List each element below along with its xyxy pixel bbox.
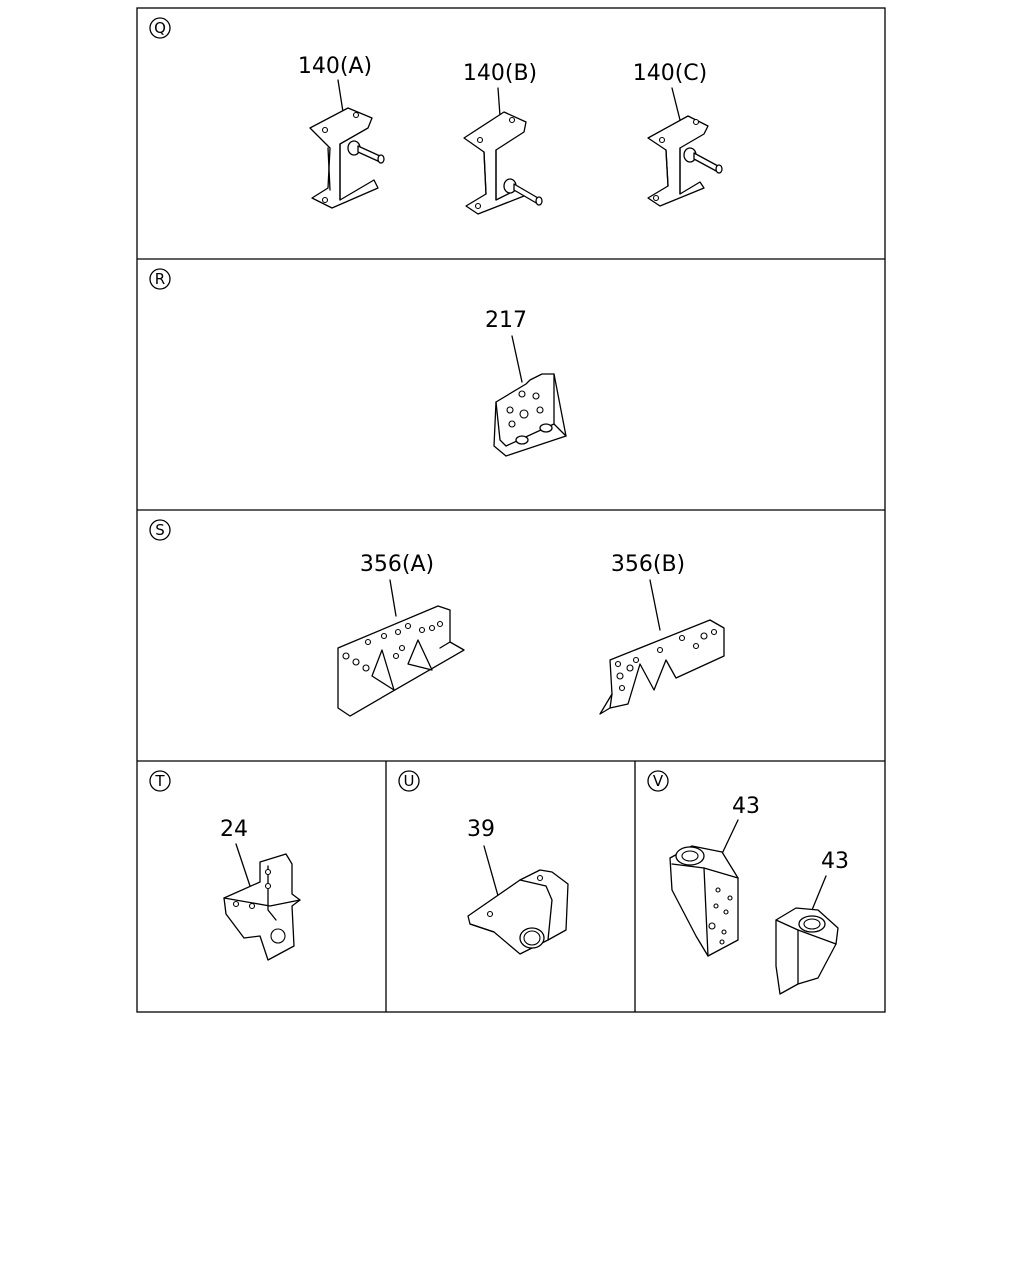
bracket-24-drawing	[223, 853, 301, 961]
section-u-letter: U	[404, 772, 415, 790]
part-label-43-large: 43	[732, 794, 760, 819]
part-label-24: 24	[220, 817, 248, 842]
section-r-letter: R	[155, 270, 165, 288]
bracket-43-large-drawing	[669, 845, 739, 957]
section-t-letter: T	[154, 772, 165, 790]
part-label-356b: 356(B)	[611, 552, 685, 577]
part-label-140a: 140(A)	[298, 54, 372, 79]
section-u: U 39	[398, 770, 569, 955]
bracket-140a-drawing	[309, 107, 385, 209]
part-label-217: 217	[485, 308, 527, 333]
section-v-letter: V	[653, 772, 664, 790]
bracket-43-small-drawing	[775, 907, 839, 995]
section-s-letter: S	[155, 521, 165, 539]
bracket-217-drawing	[493, 373, 567, 457]
part-label-39: 39	[467, 817, 495, 842]
part-label-356a: 356(A)	[360, 552, 434, 577]
part-label-140b: 140(B)	[463, 61, 537, 86]
bracket-140c-drawing	[647, 115, 723, 207]
part-label-43-small: 43	[821, 849, 849, 874]
part-label-140c: 140(C)	[633, 61, 708, 86]
section-r: R 217	[149, 268, 567, 457]
bracket-140b-drawing	[463, 111, 543, 215]
bracket-356a-drawing	[337, 605, 465, 717]
section-t: T 24	[149, 770, 301, 961]
section-q-letter: Q	[154, 19, 166, 37]
section-q: Q 140(A) 140(B)	[149, 17, 723, 215]
bracket-39-drawing	[467, 869, 569, 955]
diagram-frame	[136, 7, 886, 1013]
section-v: V 43 43	[647, 770, 849, 995]
section-s: S 356(A) 356(B)	[149, 519, 725, 717]
bracket-356b-drawing	[599, 619, 725, 715]
